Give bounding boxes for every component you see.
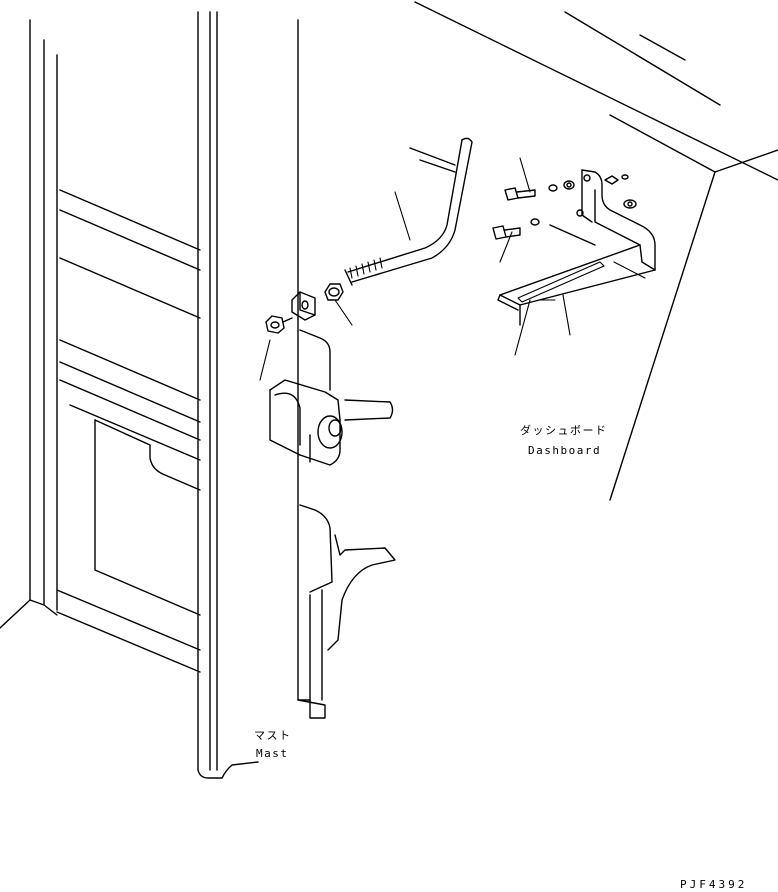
mast-label-jp: マスト <box>254 729 292 742</box>
dashboard-label-en: Dashboard <box>528 444 602 457</box>
dashboard-label-jp: ダッシュボード <box>520 424 608 437</box>
control-rod <box>344 137 473 286</box>
mast-label-en: Mast <box>256 747 289 760</box>
lever-bracket-assembly <box>269 329 396 701</box>
bolts-and-washers <box>492 174 637 240</box>
dashboard-bracket <box>497 169 656 326</box>
mast-frame <box>0 19 201 673</box>
nut-and-block <box>265 283 344 334</box>
dashboard-outline <box>409 1 778 501</box>
mast-rails <box>197 11 326 779</box>
drawing-code: PJF4392 <box>680 878 748 891</box>
